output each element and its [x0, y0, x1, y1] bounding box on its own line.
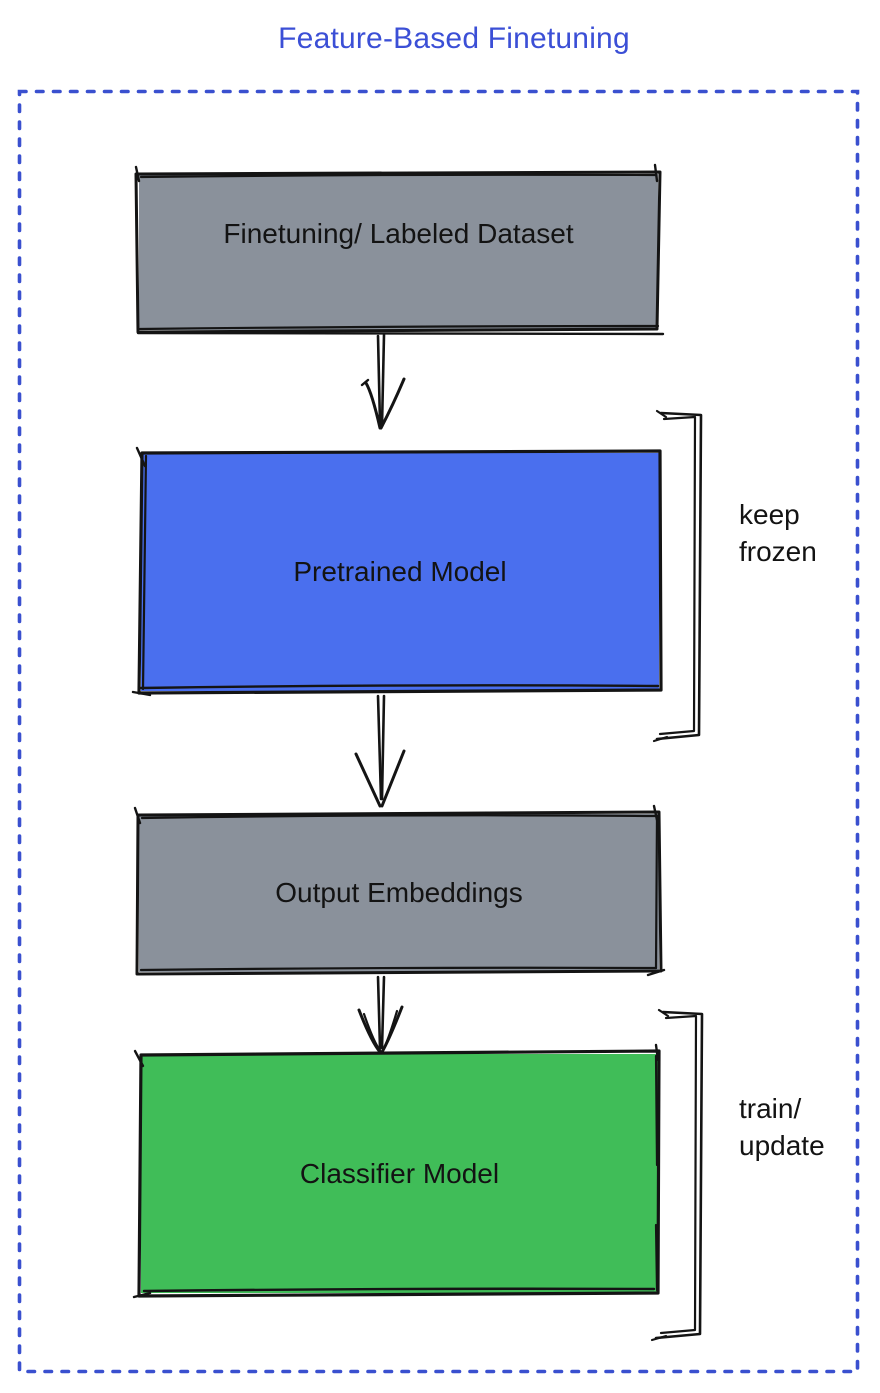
node-output-embeddings: Output Embeddings — [139, 814, 659, 972]
annotation-line: keep — [739, 499, 800, 530]
annotation-train-update: train/ update — [739, 1090, 825, 1164]
bracket-icon — [650, 1008, 704, 1342]
node-label: Output Embeddings — [275, 877, 523, 908]
node-label: Finetuning/ Labeled Dataset — [223, 218, 574, 249]
node-label: Classifier Model — [299, 1157, 500, 1189]
arrow-down-icon — [357, 975, 404, 1054]
arrow-down-icon — [360, 333, 406, 430]
node-finetuning-dataset: Finetuning/ Labeled Dataset — [139, 174, 658, 330]
arrow-down-icon — [354, 694, 406, 808]
annotation-keep-frozen: keep frozen — [739, 496, 817, 570]
diagram-title: Feature-Based Finetuning — [278, 22, 630, 55]
node-label: Pretrained Model — [293, 556, 507, 587]
annotation-line: update — [739, 1130, 825, 1161]
annotation-line: frozen — [739, 536, 817, 567]
node-pretrained-model: Pretrained Model — [141, 453, 659, 691]
annotation-line: train/ — [739, 1093, 802, 1124]
node-classifier-model: Classifier Model — [141, 1054, 658, 1293]
bracket-icon — [652, 409, 703, 743]
